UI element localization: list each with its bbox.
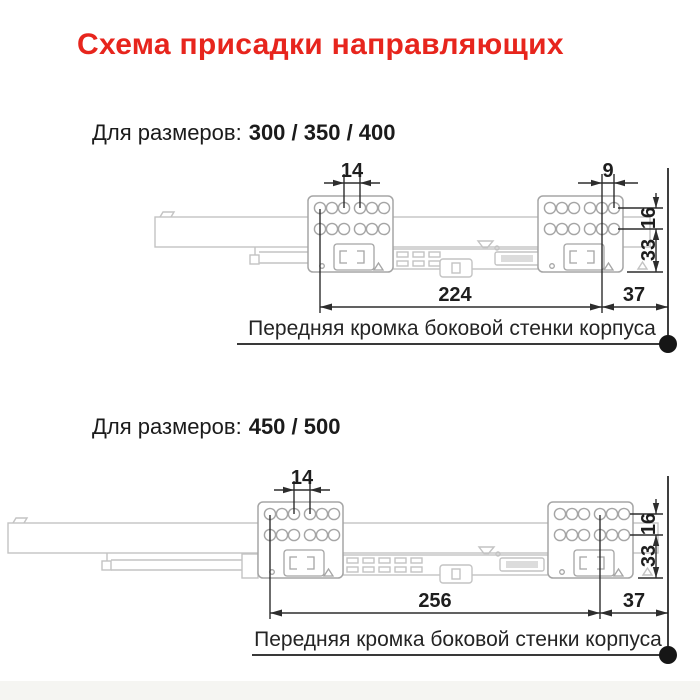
section-1-header: Для размеров:300 / 350 / 400 <box>92 120 396 146</box>
diagram-1-dim-offset-label: 37 <box>623 284 645 306</box>
diagram-1-dim-16-label: 16 <box>638 207 660 229</box>
diagram-1-dim-main-label: 224 <box>438 284 472 306</box>
diagram-2-dim-33-label: 33 <box>638 545 660 567</box>
diagram-1-front-mount-block <box>307 195 394 273</box>
diagram-2-edge-dot <box>659 646 677 664</box>
diagram-2: 14 256 37 16 33 <box>7 467 677 664</box>
diagram-1: 14 9 224 37 16 33 <box>154 160 677 353</box>
diagram-1-dim-pitch-label: 14 <box>341 160 364 182</box>
section-2-label: Для размеров: <box>92 414 242 439</box>
diagram-1-cabinet-edge <box>237 168 677 353</box>
section-2-header: Для размеров:450 / 500 <box>92 414 340 440</box>
diagram-2-rear-mount-block <box>547 501 634 579</box>
section-1-sizes: 300 / 350 / 400 <box>248 120 396 145</box>
diagram-1-edge-caption: Передняя кромка боковой стенки корпуса <box>248 317 656 340</box>
diagram-2-cabinet-edge <box>252 476 677 664</box>
diagram-2-dim-offset-label: 37 <box>623 590 645 612</box>
diagram-2-edge-caption: Передняя кромка боковой стенки корпуса <box>254 628 662 651</box>
diagram-1-dim-33-label: 33 <box>638 239 660 261</box>
diagram-1-dim-pitch-right-label: 9 <box>602 160 613 182</box>
page-bottom-band <box>0 681 700 700</box>
diagram-1-edge-dot <box>659 335 677 353</box>
diagram-2-dimensions: 14 256 37 16 33 <box>269 467 668 619</box>
diagram-1-dimensions: 14 9 224 37 16 33 <box>319 160 668 313</box>
diagram-2-dim-pitch-label: 14 <box>291 467 314 489</box>
page-title: Схема присадки направляющих <box>77 28 564 61</box>
diagram-2-dim-main-label: 256 <box>418 590 451 612</box>
diagram-2-front-mount-block <box>257 501 344 579</box>
section-1-label: Для размеров: <box>92 120 242 145</box>
diagram-2-dim-16-label: 16 <box>638 513 660 535</box>
section-2-sizes: 450 / 500 <box>248 414 341 439</box>
diagram-1-rear-mount-block <box>537 195 624 273</box>
